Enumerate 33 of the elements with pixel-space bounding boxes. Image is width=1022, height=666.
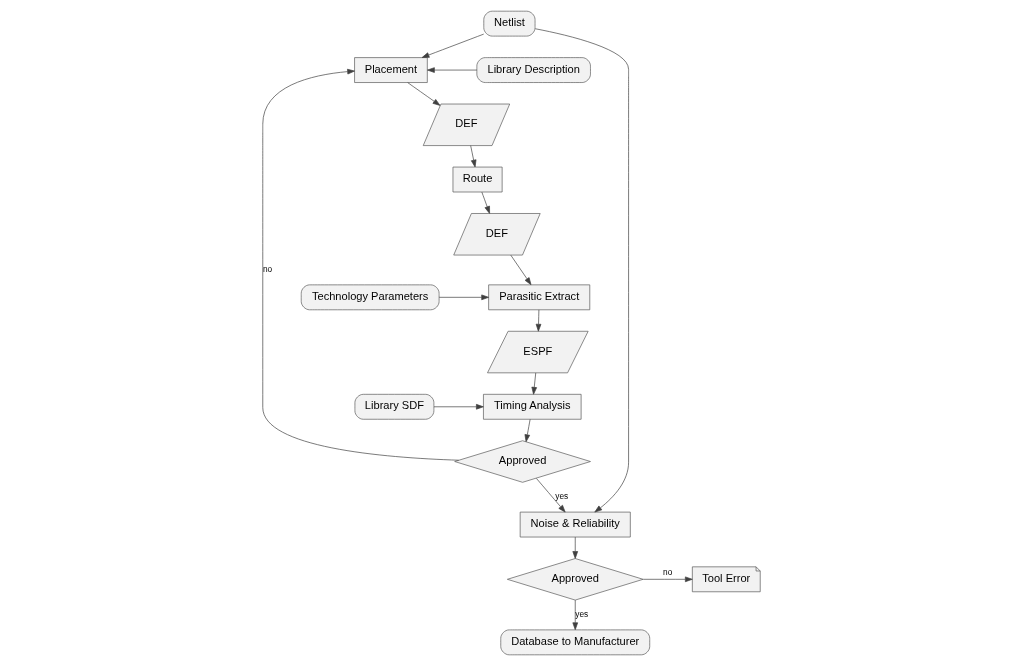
node-box: Timing Analysis — [482, 393, 581, 420]
node-box: Route — [452, 166, 502, 193]
arrow — [406, 82, 440, 106]
edge-label: yes — [574, 609, 588, 620]
arrow — [433, 404, 484, 410]
node-box: Library Description — [476, 57, 591, 83]
arrow — [438, 294, 489, 301]
arrow — [509, 254, 531, 285]
node-box: Placement — [353, 57, 428, 83]
edge-label: no — [662, 566, 672, 577]
arrow — [571, 536, 578, 559]
arrow — [261, 68, 459, 461]
arrow — [524, 418, 530, 443]
node-box: Netlist — [482, 10, 535, 37]
arrow — [535, 309, 541, 332]
node-box: Technology Parameters — [300, 284, 439, 311]
arrow — [469, 145, 476, 168]
edge-label: yes — [554, 491, 568, 502]
arrow — [535, 478, 565, 513]
arrow — [571, 599, 578, 631]
node-diamond: Approved — [453, 440, 591, 483]
edge-label: no — [262, 264, 272, 275]
arrow — [530, 372, 537, 395]
node-box: Database to Manufacturer — [499, 629, 650, 656]
arrow — [642, 576, 693, 583]
node-diamond: Approved — [506, 558, 643, 601]
arrow — [426, 67, 477, 73]
arrow — [481, 191, 490, 214]
arrow — [534, 28, 629, 513]
node-box: Library SDF — [354, 393, 434, 420]
node-box: Parasitic Extract — [487, 284, 590, 311]
arrow — [421, 33, 484, 58]
node-box: Noise & Reliability — [519, 511, 631, 538]
